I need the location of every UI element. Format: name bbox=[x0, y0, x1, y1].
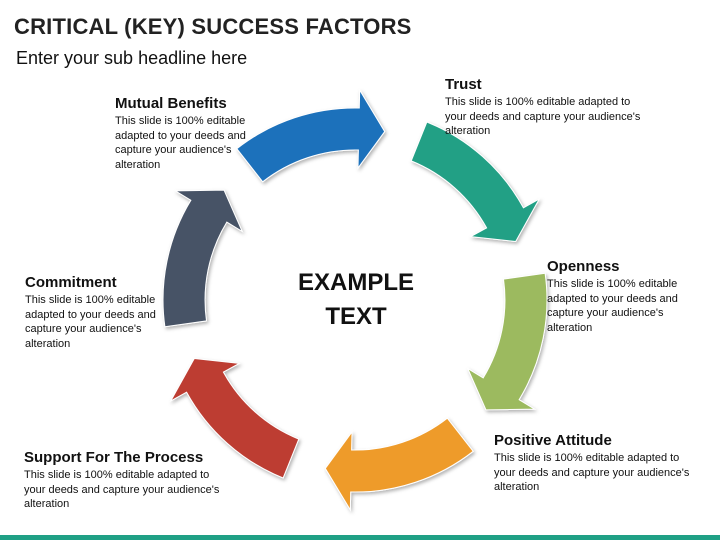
arrow-segment-openness bbox=[466, 272, 548, 411]
center-text: EXAMPLE TEXT bbox=[280, 266, 432, 334]
factor-description: This slide is 100% editable adapted to y… bbox=[445, 96, 641, 137]
factor-description: This slide is 100% editable adapted to y… bbox=[547, 278, 678, 334]
arrow-segment-commitment bbox=[162, 189, 244, 328]
factor-description: This slide is 100% editable adapted to y… bbox=[115, 115, 246, 171]
center-text-line1: EXAMPLE bbox=[297, 269, 414, 296]
factor-mutual-benefits: Mutual Benefits This slide is 100% edita… bbox=[115, 95, 265, 172]
page-title: CRITICAL (KEY) SUCCESS FACTORS bbox=[14, 14, 412, 39]
bottom-accent-bar bbox=[0, 535, 720, 540]
center-text-line2: TEXT bbox=[325, 303, 387, 330]
page-subtitle: Enter your sub headline here bbox=[16, 48, 248, 68]
factor-title: Trust bbox=[445, 76, 482, 93]
factor-trust: Trust This slide is 100% editable adapte… bbox=[445, 76, 650, 139]
factor-title: Positive Attitude bbox=[494, 432, 612, 449]
factor-description: This slide is 100% editable adapted to y… bbox=[24, 469, 220, 510]
factor-title: Openness bbox=[547, 258, 620, 275]
factor-support-for-the-process: Support For The Process This slide is 10… bbox=[24, 449, 229, 512]
arrow-segment-trust bbox=[410, 121, 541, 243]
factor-title: Commitment bbox=[25, 274, 117, 291]
factor-commitment: Commitment This slide is 100% editable a… bbox=[25, 274, 175, 351]
arrow-segment-positive-attitude bbox=[324, 417, 474, 512]
factor-openness: Openness This slide is 100% editable ada… bbox=[547, 258, 697, 335]
arrow-segment-support-for-the-process bbox=[169, 357, 300, 479]
arrow-segment-mutual-benefits bbox=[236, 88, 386, 183]
factor-description: This slide is 100% editable adapted to y… bbox=[494, 452, 690, 493]
factor-positive-attitude: Positive Attitude This slide is 100% edi… bbox=[494, 432, 699, 495]
factor-title: Support For The Process bbox=[24, 449, 204, 466]
factor-title: Mutual Benefits bbox=[115, 95, 227, 112]
factor-description: This slide is 100% editable adapted to y… bbox=[25, 294, 156, 350]
